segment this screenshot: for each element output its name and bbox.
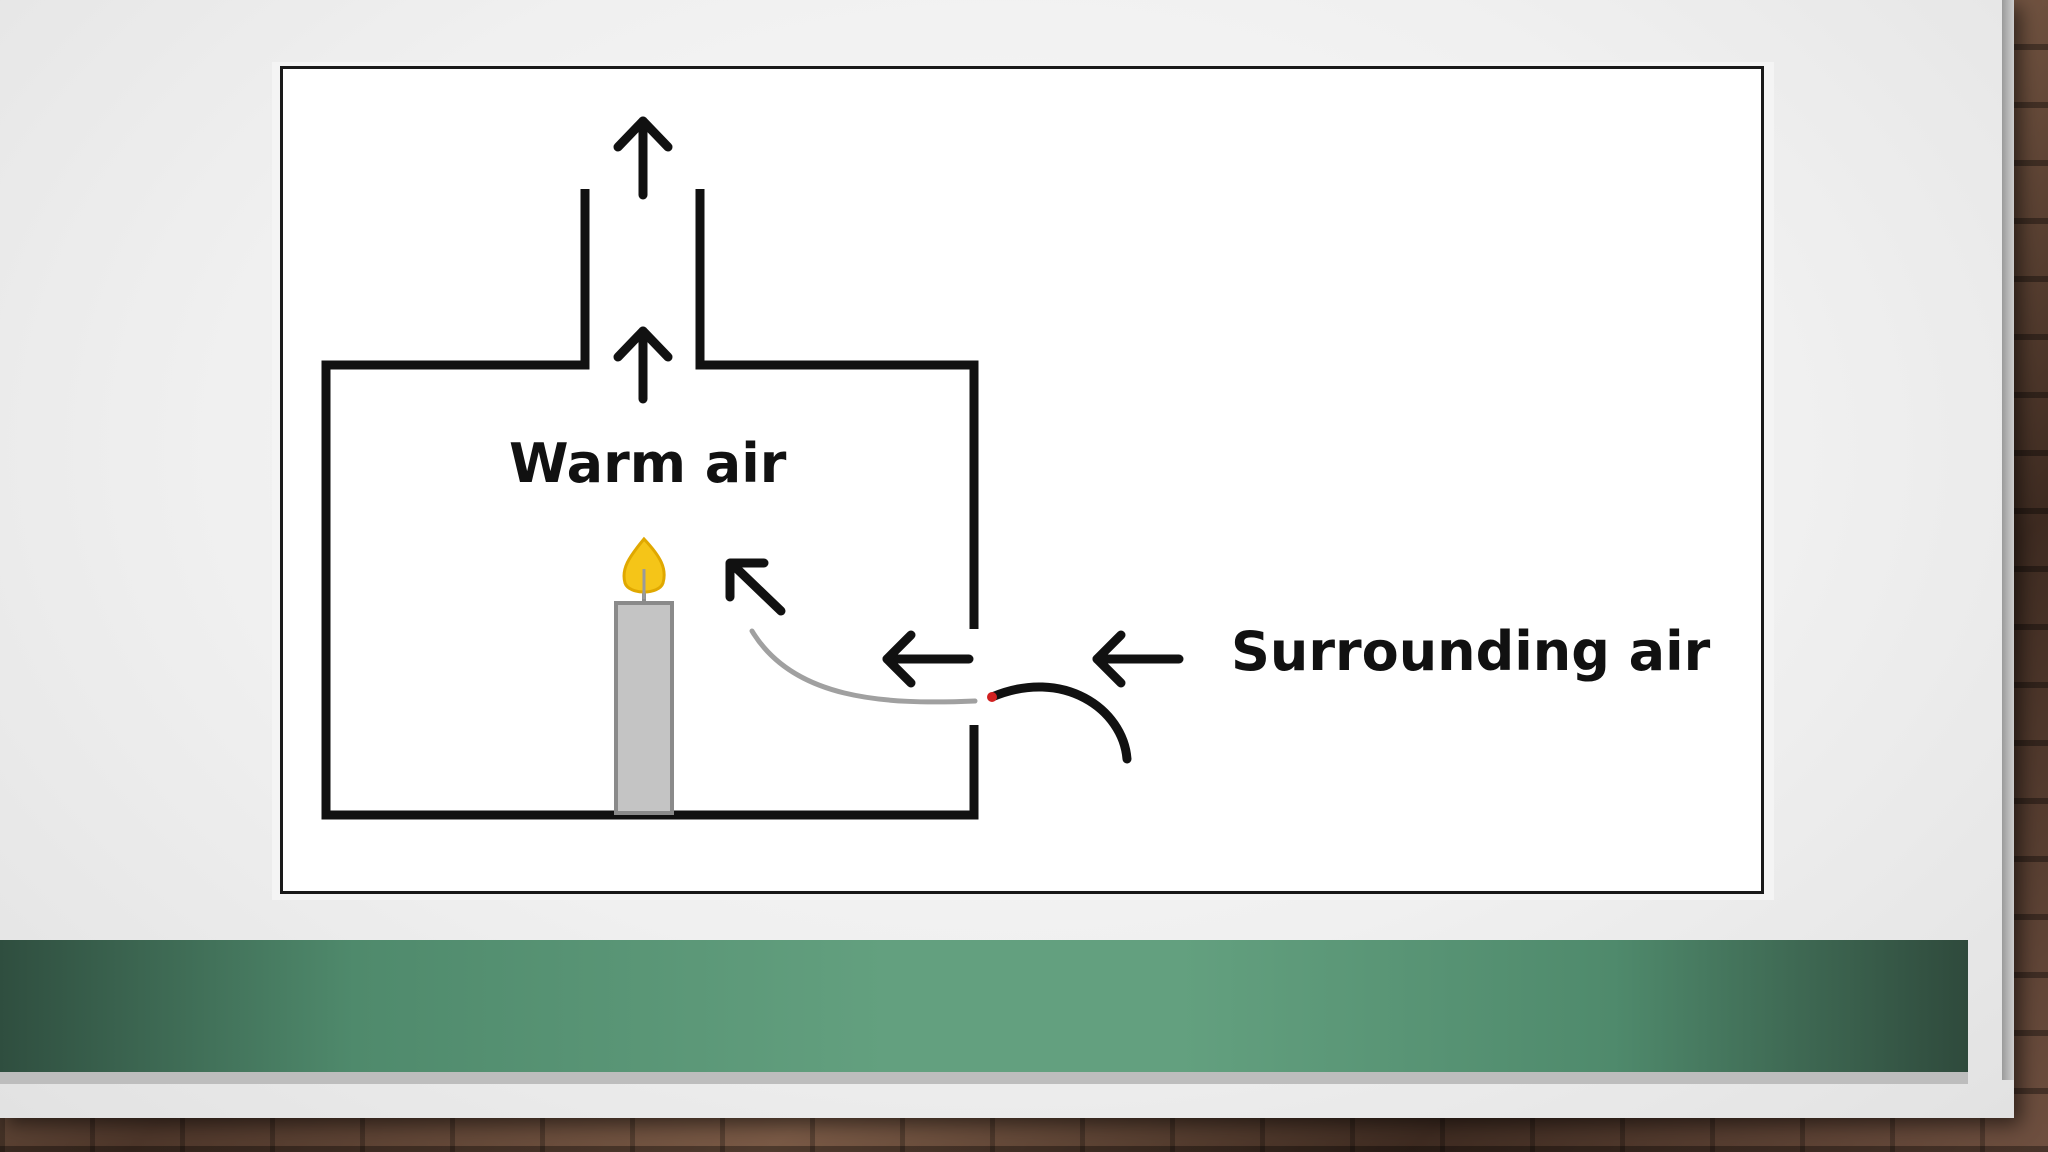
arrow-up-left-icon [725, 558, 786, 616]
footer-band-shadow [0, 1072, 1968, 1084]
slide: Warm air Surrounding air [0, 0, 2014, 1118]
convection-diagram: Warm air Surrounding air [280, 66, 1764, 894]
slide-edge [2002, 0, 2014, 1080]
flame-icon [622, 536, 666, 599]
surrounding-air-label: Surrounding air [1231, 620, 1711, 683]
footer-green-band [0, 940, 1968, 1072]
candle-icon [614, 579, 674, 815]
airflow-curve [749, 628, 978, 705]
arrow-left-icon [882, 630, 974, 688]
arrow-left-icon [1092, 630, 1184, 688]
arrow-up-icon [613, 116, 673, 200]
curve-start-dot [987, 692, 997, 702]
chimney-outline [695, 189, 979, 629]
outside-flow-curve [987, 682, 1132, 764]
diagram-canvas [321, 116, 1184, 820]
warm-air-label: Warm air [509, 432, 787, 495]
arrow-up-icon [613, 326, 673, 404]
wall-opening [967, 629, 983, 725]
